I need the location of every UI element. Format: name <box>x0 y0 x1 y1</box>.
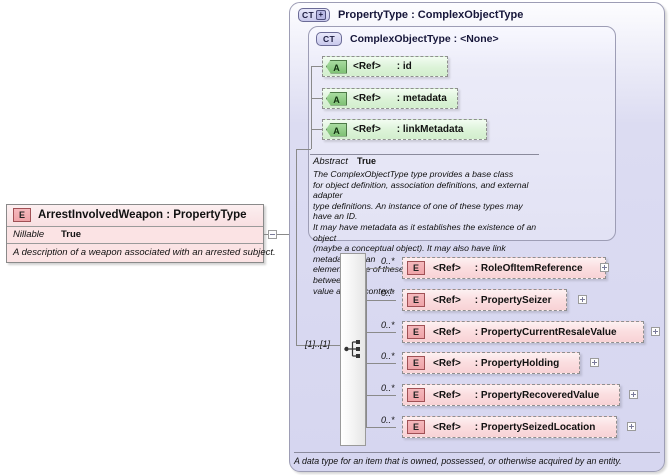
element-ref-label: <Ref> <box>433 262 461 274</box>
attribute-ref-label: <Ref> <box>353 93 381 104</box>
element-name: : PropertySeizer <box>474 294 552 306</box>
element-row-propertyseizedlocation[interactable]: E <Ref> : PropertySeizedLocation <box>402 416 617 438</box>
element-badge-E: E <box>13 208 31 222</box>
element-name: : RoleOfItemReference <box>474 262 583 274</box>
element-badge-E: E <box>407 356 425 370</box>
expand-toggle-plus[interactable] <box>651 327 660 336</box>
element-badge-E: E <box>407 420 425 434</box>
element-tree-branch <box>366 300 396 301</box>
element-tree-branch <box>366 332 396 333</box>
element-documentation: A description of a weapon associated wit… <box>7 243 276 262</box>
panel-trunk-line <box>296 149 297 345</box>
attribute-name: : metadata <box>396 93 447 104</box>
element-badge-E: E <box>407 261 425 275</box>
element-property-value: True <box>61 229 82 240</box>
element-row-roleofitemreference[interactable]: E <Ref> : RoleOfItemReference <box>402 257 606 279</box>
attribute-ref-label: <Ref> <box>353 124 381 135</box>
occurrence-label: 0..* <box>381 288 395 298</box>
attribute-tree-branch <box>311 129 322 130</box>
doc-line: It may have metadata as it establishes t… <box>313 221 537 243</box>
expand-toggle-plus[interactable] <box>627 422 636 431</box>
complextype-inner-header: CT ComplexObjectType : <None> <box>309 27 615 46</box>
attribute-name: : id <box>396 61 412 72</box>
complextype-inner-title: ComplexObjectType : <None> <box>350 33 499 45</box>
element-tree-branch <box>366 395 396 396</box>
element-tree-branch <box>366 427 396 428</box>
sequence-compositor-icon <box>344 340 360 358</box>
element-property-key: Nillable <box>13 229 45 240</box>
attribute-name: : linkMetadata <box>396 124 464 135</box>
attribute-badge-A: A <box>326 122 347 137</box>
element-tree-branch <box>366 268 396 269</box>
element-property-nillable: Nillable True <box>7 226 263 243</box>
occurrence-label: 0..* <box>381 383 395 393</box>
element-name: : PropertyRecoveredValue <box>474 389 600 401</box>
doc-line: The ComplexObjectType type provides a ba… <box>313 169 514 179</box>
element-badge-E: E <box>407 325 425 339</box>
element-badge-E: E <box>407 388 425 402</box>
attribute-row-id[interactable]: A <Ref> : id <box>322 56 448 77</box>
compositor-occurrence-label: [1]..[1] <box>305 339 331 349</box>
collapse-toggle-minus[interactable] <box>268 230 277 239</box>
element-ref-label: <Ref> <box>433 326 461 338</box>
element-ref-label: <Ref> <box>433 294 461 306</box>
connector-line <box>264 234 268 235</box>
doc-line: type definitions. An instance of one of … <box>313 200 523 222</box>
occurrence-label: 0..* <box>381 415 395 425</box>
expand-toggle-plus[interactable] <box>590 358 599 367</box>
facet-key: Abstract <box>313 156 348 167</box>
attribute-tree-trunk <box>311 66 312 149</box>
plus-icon[interactable]: + <box>315 10 326 20</box>
element-row-propertyrecoveredvalue[interactable]: E <Ref> : PropertyRecoveredValue <box>402 384 620 406</box>
element-tree-branch <box>366 363 396 364</box>
element-name: : PropertyCurrentResaleValue <box>474 326 617 338</box>
element-header: E ArrestInvolvedWeapon : PropertyType <box>7 205 263 226</box>
attribute-row-linkmetadata[interactable]: A <Ref> : linkMetadata <box>322 119 487 140</box>
element-row-propertycurrentresalevalue[interactable]: E <Ref> : PropertyCurrentResaleValue <box>402 321 644 343</box>
complextype-badge-CT-plus-icon[interactable]: CT+ <box>298 8 330 22</box>
complextype-badge-text: CT <box>302 10 314 20</box>
element-ref-label: <Ref> <box>433 389 461 401</box>
facet-abstract: Abstract True <box>310 155 539 169</box>
compositor-connector <box>296 345 340 346</box>
element-title: ArrestInvolvedWeapon : PropertyType <box>38 209 247 221</box>
element-badge-E: E <box>407 293 425 307</box>
occurrence-label: 0..* <box>381 351 395 361</box>
attribute-badge-A: A <box>326 91 347 106</box>
expand-toggle-plus[interactable] <box>629 390 638 399</box>
complextype-inner-badge-text: CT <box>323 34 335 44</box>
element-row-propertyseizer[interactable]: E <Ref> : PropertySeizer <box>402 289 567 311</box>
doc-line: for object definition, association defin… <box>313 179 529 201</box>
facet-value: True <box>357 156 377 166</box>
element-row-propertyholding[interactable]: E <Ref> : PropertyHolding <box>402 352 580 374</box>
complextype-panel-documentation: A data type for an item that is owned, p… <box>294 452 660 466</box>
element-name: : PropertySeizedLocation <box>474 421 596 433</box>
attribute-ref-label: <Ref> <box>353 61 381 72</box>
complextype-badge-CT-icon: CT <box>316 32 342 46</box>
attribute-row-metadata[interactable]: A <Ref> : metadata <box>322 88 458 109</box>
attribute-badge-A: A <box>326 59 347 74</box>
element-ref-label: <Ref> <box>433 357 461 369</box>
expand-toggle-plus[interactable] <box>578 295 587 304</box>
occurrence-label: 0..* <box>381 320 395 330</box>
attribute-tree-branch <box>311 98 322 99</box>
element-tree-trunk <box>366 268 367 427</box>
expand-toggle-plus[interactable] <box>600 263 609 272</box>
occurrence-label: 0..* <box>381 256 395 266</box>
attribute-tree-trunk <box>311 129 312 149</box>
element-name: : PropertyHolding <box>474 357 560 369</box>
element-box-arrestinvolvedweapon[interactable]: E ArrestInvolvedWeapon : PropertyType Ni… <box>6 204 276 263</box>
complextype-title: PropertyType : ComplexObjectType <box>337 9 524 21</box>
complextype-header: CT+ PropertyType : ComplexObjectType <box>290 3 664 22</box>
attribute-tree-branch <box>296 149 311 150</box>
attribute-tree-branch <box>311 66 322 67</box>
element-ref-label: <Ref> <box>433 421 461 433</box>
